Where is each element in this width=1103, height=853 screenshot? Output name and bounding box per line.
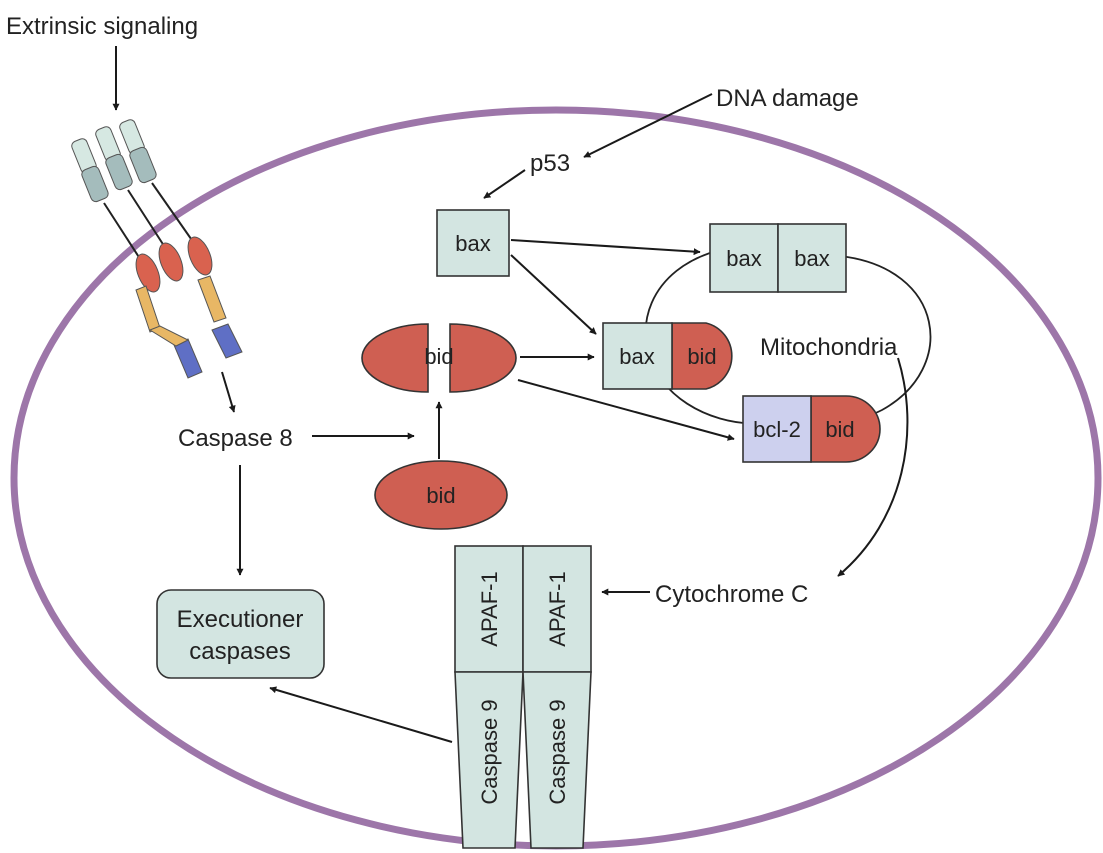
bid-protein: bid (374, 460, 508, 530)
mitochondria-label: Mitochondria (760, 334, 898, 361)
arrow-cleaved-bid-to-bcl2-bid (517, 379, 735, 441)
arrow-mitochondria-to-cytochrome-c (837, 357, 909, 577)
executioner-caspases-box: Executioner caspases (156, 589, 325, 679)
dna-damage-label: DNA damage (716, 85, 859, 112)
receptor-chain-1 (71, 138, 203, 379)
arrow-dna-damage-to-p53 (583, 93, 713, 158)
receptor-chain-3 (119, 119, 243, 359)
bcl2-bid-complex: bcl-2 bid (742, 395, 881, 463)
cytochrome-c-label: Cytochrome C (655, 581, 808, 608)
arrow-bax-to-dimer (510, 239, 701, 256)
executioner-line-1: Executioner (177, 606, 304, 633)
bax-dimer-label-right: bax (794, 246, 829, 271)
bcl2-label: bcl-2 (753, 417, 801, 442)
death-receptor-complex (71, 119, 243, 379)
caspase9-label-left: Caspase 9 (477, 699, 502, 804)
apoptosome: APAF-1 APAF-1 Caspase 9 Caspase 9 (454, 545, 592, 849)
bax-in-complex-label: bax (619, 344, 654, 369)
arrow-caspase9-to-executioner (269, 686, 453, 743)
caspase9-label-right: Caspase 9 (545, 699, 570, 804)
receptor-chain-2 (95, 126, 184, 282)
arrow-bax-to-bax-bid (510, 254, 597, 335)
cleaved-bid: bid (361, 323, 517, 393)
bax-dimer-label-left: bax (726, 246, 761, 271)
arrow-p53-to-bax (483, 169, 526, 199)
bax-protein: bax (436, 209, 510, 277)
bid-label: bid (426, 483, 455, 508)
bax-label: bax (455, 231, 490, 256)
bid-in-bax-complex-label: bid (687, 344, 716, 369)
bid-in-bcl2-complex-label: bid (825, 417, 854, 442)
executioner-line-2: caspases (189, 638, 290, 665)
bax-bid-complex: bax bid (602, 322, 733, 390)
bid-half-shape-bcl2 (810, 395, 881, 463)
extrinsic-signaling-label: Extrinsic signaling (6, 13, 198, 40)
apaf1-label-left: APAF-1 (477, 571, 502, 646)
bax-dimer: bax bax (709, 223, 847, 293)
p53-label: p53 (530, 150, 570, 177)
arrow-receptor-to-caspase8 (221, 371, 236, 413)
bid-half-shape (671, 322, 733, 390)
caspase-8-label: Caspase 8 (178, 425, 293, 452)
cleaved-bid-label: bid (424, 344, 453, 369)
apaf1-label-right: APAF-1 (545, 571, 570, 646)
